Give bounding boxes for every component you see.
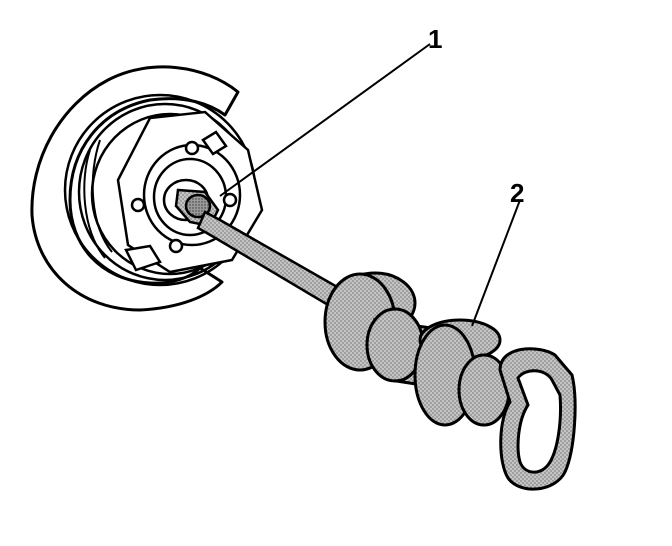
slide-hammer-handle — [498, 347, 577, 491]
rear-collar — [413, 318, 511, 427]
leader-line-2 — [471, 199, 521, 327]
callout-label-1: 1 — [428, 24, 443, 54]
leader-line-1 — [219, 43, 431, 197]
backing-plate — [30, 65, 240, 312]
callout-leaders — [219, 43, 521, 327]
callout-label-2: 2 — [510, 178, 525, 208]
